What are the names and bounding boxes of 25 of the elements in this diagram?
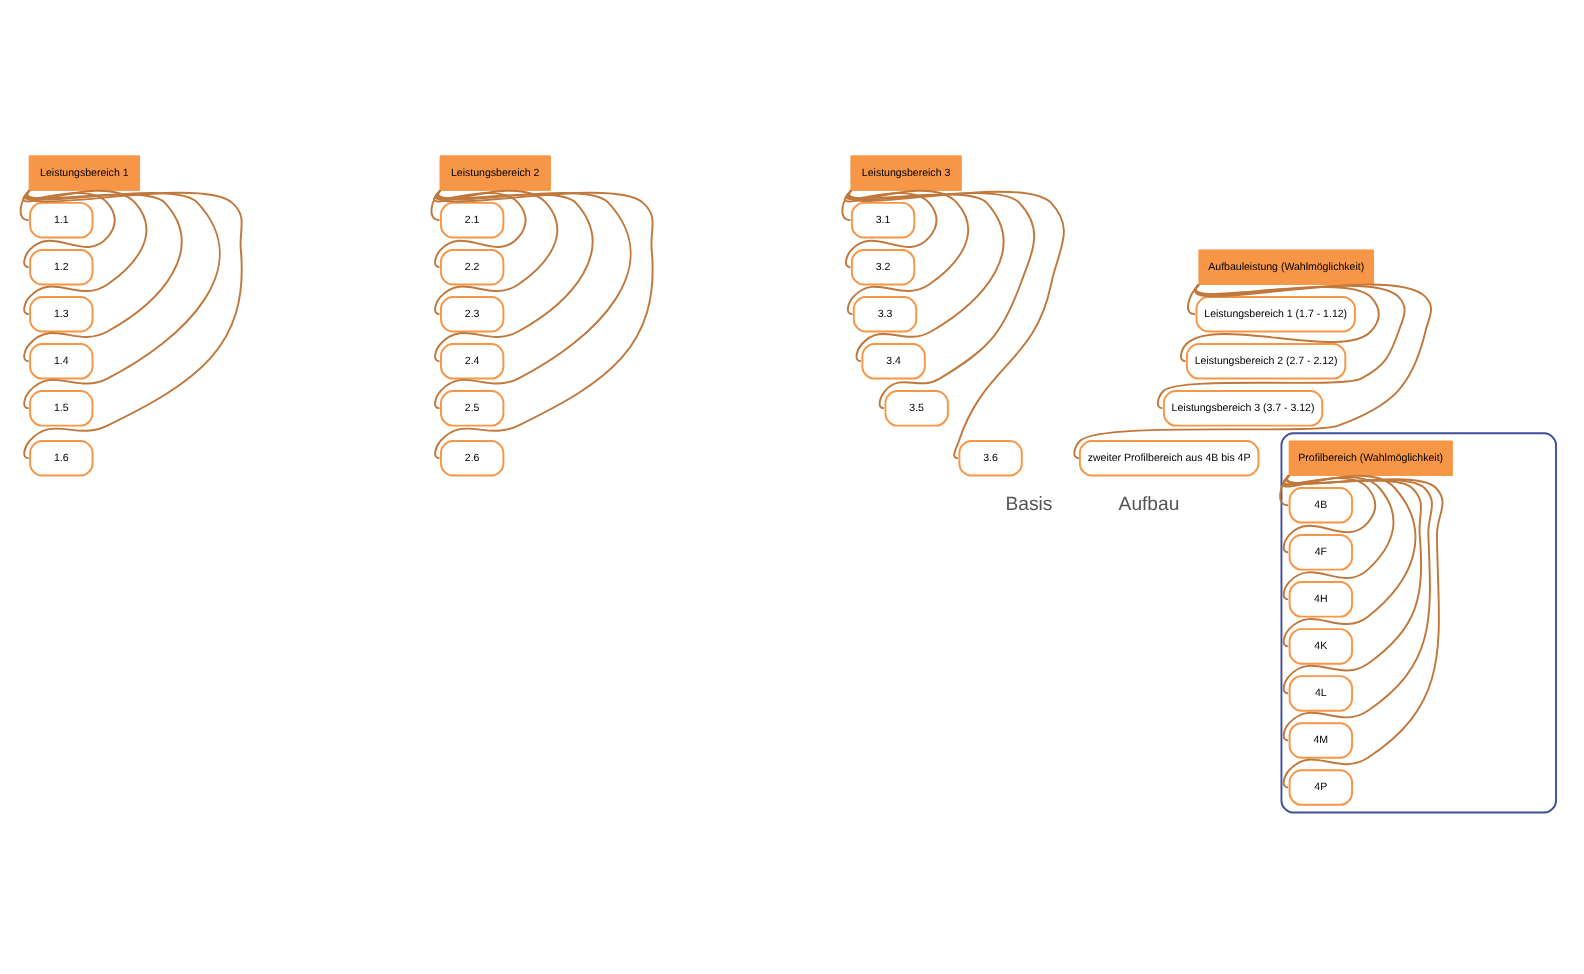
- connector: [1282, 473, 1423, 694]
- connector: [848, 188, 1005, 362]
- connector: [1156, 282, 1406, 409]
- connector: [434, 188, 527, 268]
- connector: [434, 188, 654, 459]
- connector: [1179, 282, 1380, 362]
- connector: [1282, 473, 1377, 553]
- connector: [22, 188, 148, 315]
- connector: [1073, 282, 1432, 459]
- connector: [23, 188, 221, 409]
- connector: [23, 188, 183, 362]
- connector: [1282, 473, 1433, 741]
- connector: [23, 188, 243, 459]
- connector: [434, 188, 594, 362]
- connector: [433, 188, 559, 315]
- connector: [1282, 473, 1395, 600]
- connector: [847, 188, 1065, 459]
- label: Aufbau: [1118, 493, 1180, 516]
- connector: [23, 188, 116, 268]
- label: Basis: [1005, 493, 1053, 516]
- connector: [844, 188, 970, 315]
- connector: [1282, 473, 1417, 647]
- connector: [1187, 282, 1200, 315]
- connector: [434, 188, 632, 409]
- connector: [845, 188, 938, 268]
